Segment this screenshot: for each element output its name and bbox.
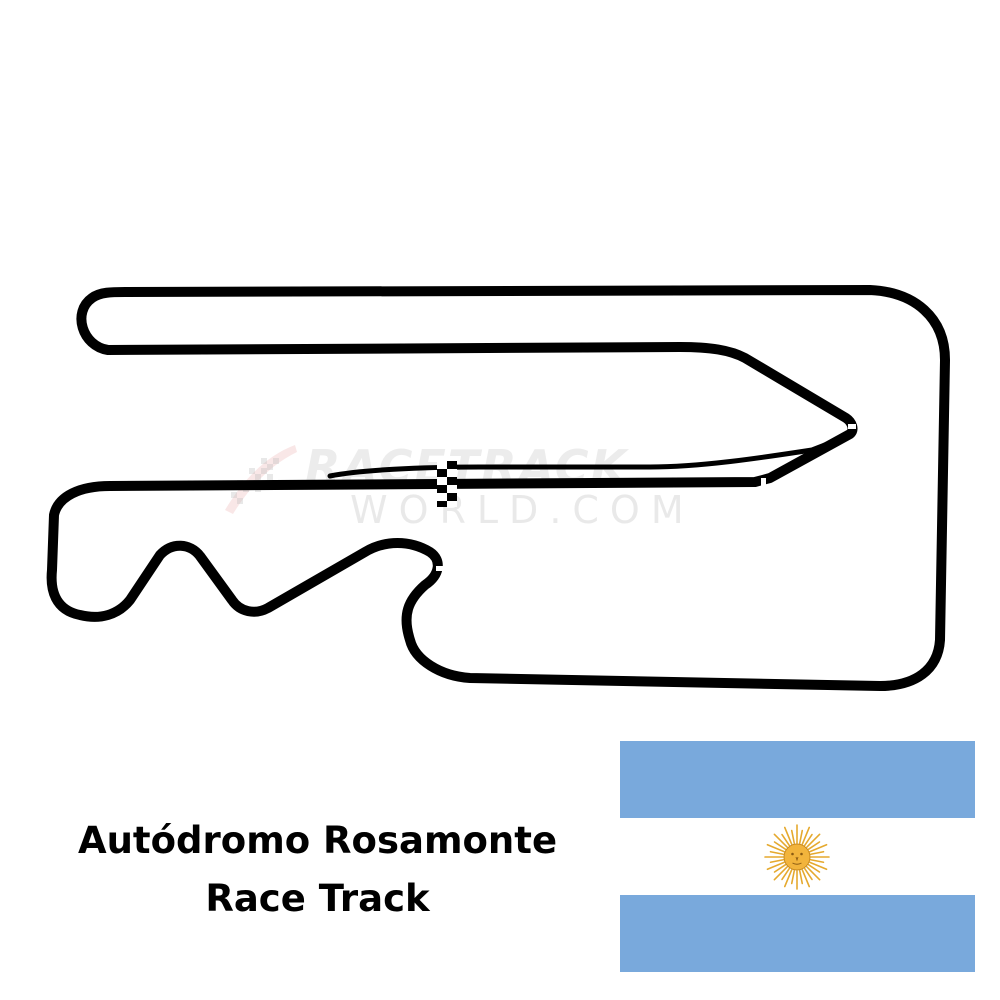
start-finish-line-icon <box>437 461 457 507</box>
sun-ray <box>766 861 785 871</box>
sun-ray <box>773 866 788 881</box>
track-title: Autódromo Rosamonte Race Track <box>40 812 595 928</box>
sun-ray <box>769 850 785 856</box>
sun-ray <box>809 850 825 856</box>
track-alternate-line <box>327 435 846 479</box>
track-title-line2: Race Track <box>205 877 430 920</box>
sun-ray <box>807 863 821 873</box>
sun-ray <box>803 833 813 847</box>
sun-ray <box>769 858 785 864</box>
sector-gap-marker <box>848 424 856 429</box>
sun-ray <box>790 869 796 885</box>
sun-ray <box>781 833 791 847</box>
sun-ray <box>766 843 785 853</box>
sun-ray <box>801 826 811 845</box>
sun-ray <box>783 826 793 845</box>
flag-stripe-top <box>620 741 975 818</box>
sun-of-may-icon <box>764 824 830 890</box>
sun-ray <box>803 867 813 881</box>
sun-ray <box>809 858 825 864</box>
track-title-line1: Autódromo Rosamonte <box>77 819 558 862</box>
sun-ray <box>807 841 821 851</box>
sun-ray <box>773 863 787 873</box>
argentina-flag-icon <box>620 741 975 972</box>
sector-gap-marker <box>761 478 766 486</box>
sun-ray <box>773 833 788 848</box>
flag-stripe-bottom <box>620 895 975 972</box>
sun-ray <box>809 861 828 871</box>
sun-ray <box>781 867 791 881</box>
sun-ray <box>806 866 821 881</box>
sun-ray <box>806 833 821 848</box>
sun-ray <box>809 843 828 853</box>
sector-gap-marker <box>436 566 444 571</box>
sun-ray <box>798 829 804 845</box>
sun-ray <box>783 869 793 888</box>
sun-ray <box>798 869 804 885</box>
track-outline <box>46 285 950 691</box>
sun-ray <box>801 869 811 888</box>
sun-ray <box>790 829 796 845</box>
sun-ray <box>773 841 787 851</box>
